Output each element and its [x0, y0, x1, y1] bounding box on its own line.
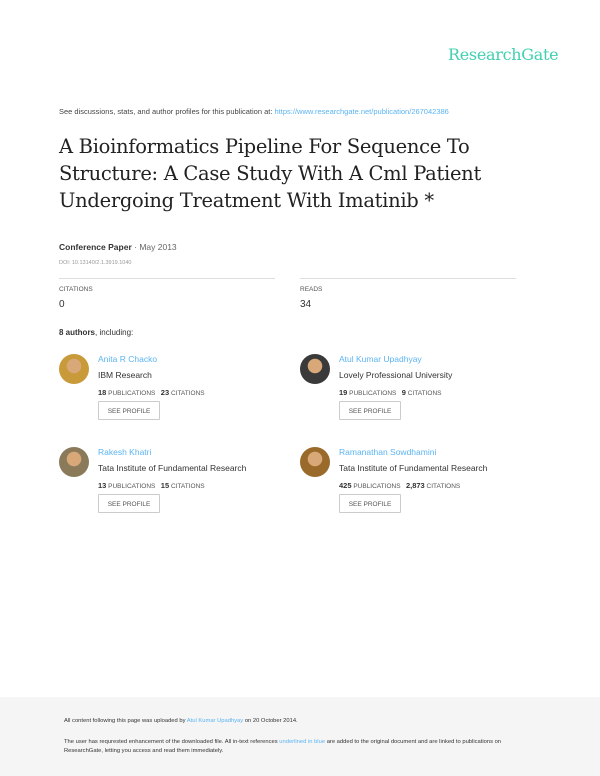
- author-affiliation: Tata Institute of Fundamental Research: [98, 463, 247, 473]
- note-link[interactable]: underlined in blue: [279, 739, 326, 745]
- see-profile-button[interactable]: SEE PROFILE: [98, 494, 160, 513]
- author-stats: 18 PUBLICATIONS 23 CITATIONS: [98, 388, 205, 397]
- author-citations-count: 2,873: [405, 481, 425, 490]
- authors-suffix: , including:: [95, 328, 134, 337]
- author-card: Anita R Chacko IBM Research 18 PUBLICATI…: [59, 354, 289, 434]
- author-stats: 13 PUBLICATIONS 15 CITATIONS: [98, 481, 205, 490]
- publications-label: PUBLICATIONS: [349, 390, 397, 397]
- citations-label: CITATIONS: [407, 390, 442, 397]
- avatar[interactable]: [59, 354, 89, 384]
- citations-label: CITATIONS: [170, 483, 205, 490]
- author-affiliation: Tata Institute of Fundamental Research: [339, 463, 488, 473]
- author-name-link[interactable]: Rakesh Khatri: [98, 447, 152, 457]
- publications-label: PUBLICATIONS: [108, 483, 156, 490]
- see-profile-button[interactable]: SEE PROFILE: [339, 401, 401, 420]
- author-affiliation: IBM Research: [98, 370, 152, 380]
- author-citations-count: 23: [160, 388, 170, 397]
- discussion-prefix: See discussions, stats, and author profi…: [59, 107, 273, 116]
- uploader-link[interactable]: Atul Kumar Upadhyay: [186, 718, 244, 724]
- see-profile-button[interactable]: SEE PROFILE: [98, 401, 160, 420]
- author-name-link[interactable]: Atul Kumar Upadhyay: [339, 354, 422, 364]
- publication-date: · May 2013: [134, 242, 177, 252]
- publication-type: Conference Paper: [59, 242, 132, 252]
- publications-count: 19: [339, 388, 348, 397]
- authors-summary: 8 authors, including:: [59, 328, 133, 337]
- citations-label: CITATIONS: [59, 286, 93, 293]
- author-citations-count: 15: [160, 481, 170, 490]
- citations-count: 0: [59, 299, 65, 310]
- publications-label: PUBLICATIONS: [353, 483, 401, 490]
- publication-doi: DOI: 10.13140/2.1.3919.1040: [59, 260, 132, 266]
- author-card: Ramanathan Sowdhamini Tata Institute of …: [300, 447, 530, 527]
- citations-label: CITATIONS: [170, 390, 205, 397]
- see-profile-button[interactable]: SEE PROFILE: [339, 494, 401, 513]
- publications-count: 425: [339, 481, 352, 490]
- author-name-link[interactable]: Anita R Chacko: [98, 354, 158, 364]
- publication-link[interactable]: https://www.researchgate.net/publication…: [274, 107, 449, 116]
- authors-count: 8 authors: [59, 328, 96, 337]
- publication-title: A Bioinformatics Pipeline For Sequence T…: [59, 135, 481, 212]
- author-name-link[interactable]: Ramanathan Sowdhamini: [339, 447, 437, 457]
- upload-prefix: All content following this page was uplo…: [64, 718, 186, 724]
- author-citations-count: 9: [401, 388, 406, 397]
- divider: [59, 278, 275, 279]
- discussion-line: See discussions, stats, and author profi…: [59, 107, 449, 116]
- author-stats: 19 PUBLICATIONS 9 CITATIONS: [339, 388, 441, 397]
- avatar[interactable]: [300, 447, 330, 477]
- avatar[interactable]: [300, 354, 330, 384]
- author-stats: 425 PUBLICATIONS 2,873 CITATIONS: [339, 481, 460, 490]
- publications-label: PUBLICATIONS: [108, 390, 156, 397]
- enhancement-note: The user has requrested enhancement of t…: [64, 738, 534, 756]
- note-suffix: are added to the original document and a…: [64, 739, 502, 754]
- upload-note: All content following this page was uplo…: [64, 718, 298, 724]
- publications-count: 18: [98, 388, 107, 397]
- note-prefix: The user has requrested enhancement of t…: [64, 739, 278, 745]
- upload-suffix: on 20 October 2014.: [244, 718, 298, 724]
- researchgate-logo[interactable]: ResearchGate: [448, 45, 559, 64]
- author-affiliation: Lovely Professional University: [339, 370, 453, 380]
- citations-label: CITATIONS: [426, 483, 461, 490]
- author-card: Atul Kumar Upadhyay Lovely Professional …: [300, 354, 530, 434]
- reads-label: READS: [300, 286, 323, 293]
- reads-count: 34: [300, 299, 312, 310]
- footer: [0, 697, 600, 776]
- publications-count: 13: [98, 481, 107, 490]
- author-card: Rakesh Khatri Tata Institute of Fundamen…: [59, 447, 289, 527]
- divider: [300, 278, 516, 279]
- publication-meta: Conference Paper · May 2013: [59, 242, 177, 252]
- avatar[interactable]: [59, 447, 89, 477]
